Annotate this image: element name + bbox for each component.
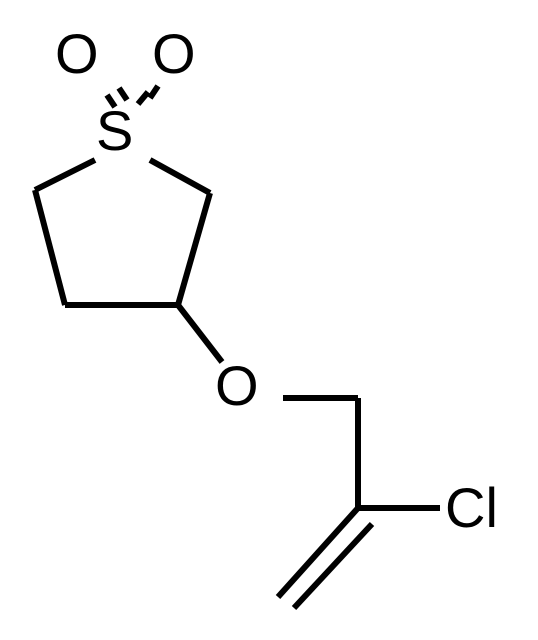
bond-c4-o: [175, 303, 225, 364]
bond-c5-s: [148, 157, 212, 196]
oxygen-label-left: O: [55, 22, 99, 85]
bond-c-ch2-double-a: [275, 505, 361, 600]
ether-oxygen-label: O: [215, 354, 259, 417]
bond-s-o-right-a: [135, 90, 151, 106]
bond-c2-c3: [32, 189, 68, 306]
bond-s-c2: [33, 157, 97, 193]
sulfur-label: S: [96, 99, 133, 162]
bond-s-o-left-a: [104, 93, 118, 109]
chlorine-label: Cl: [445, 476, 498, 539]
bond-c4-c5: [175, 192, 213, 306]
oxygen-label-right: O: [152, 22, 196, 85]
bond-s-o-right-b: [147, 84, 161, 100]
bond-s-o-left-b: [116, 86, 130, 102]
bond-c-ch2-double-b: [291, 521, 375, 611]
